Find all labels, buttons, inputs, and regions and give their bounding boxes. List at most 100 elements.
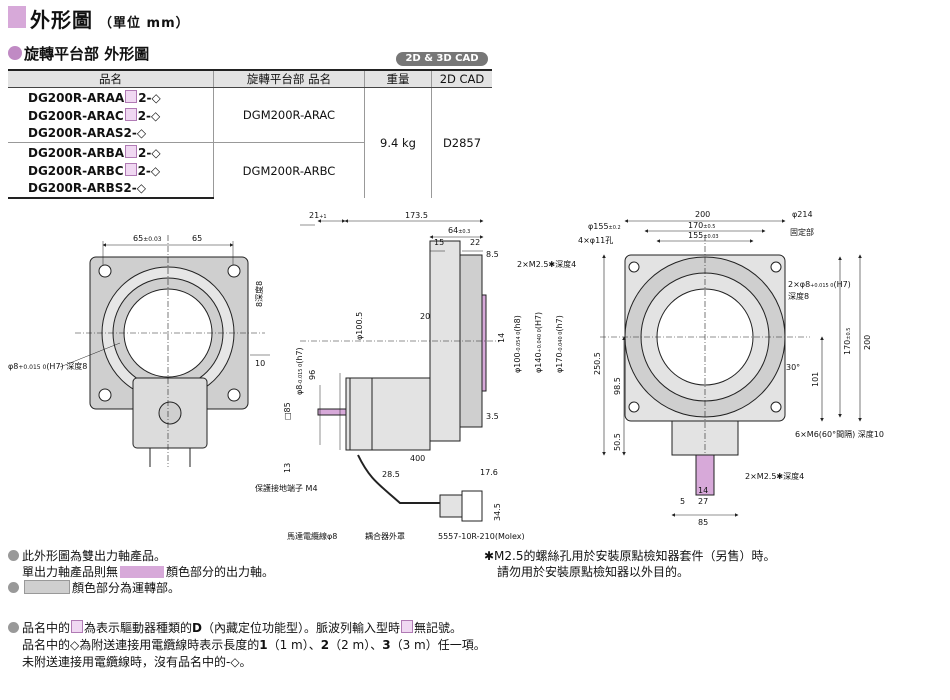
dim-label: 101 [811,372,820,387]
dim-label: □85 [283,402,292,420]
dim-label: 250.5 [593,352,602,375]
dim-label: 8深度8 [254,281,264,307]
side-view-drawing [300,219,500,522]
dim-label: 21+1 [309,211,327,220]
table-row: DG200R-ARBS2-◇ [8,179,492,199]
col-header-weight: 重量 [364,69,432,88]
top-view-drawing [600,219,862,517]
dimension-drawings: 65±0.03 65 8深度8 φ8+0.015 0(H7) 深度8 10 21… [8,210,884,540]
table-header-row: 品名 旋轉平台部 品名 重量 2D CAD [8,69,492,88]
dim-label: 50.5 [613,433,622,451]
dim-label: 13 [283,463,292,473]
dim-label: 27 [698,497,708,506]
model-name: DG200R-ARBS2-◇ [8,179,214,199]
grey-swatch [24,580,70,594]
note-no-cable: 未附送連接用電纜線時，沒有品名中的-◇。 [22,655,252,669]
dim-label: φ170-0.040 0(h7) [555,315,564,373]
note-bullet-icon [8,550,19,561]
dim-label: 20 [420,312,430,321]
dim-label: 34.5 [493,503,502,521]
dim-label: 30° [786,363,800,372]
section-title: 旋轉平台部 外形圖 [24,45,150,63]
dim-label: 64±0.3 [448,226,470,235]
dim-label: 170±0.5 [688,221,715,230]
dim-label: 98.5 [613,377,622,395]
driver-type-box-icon [125,89,138,103]
driver-type-box-icon [125,144,138,158]
driver-type-box-icon [71,620,84,633]
dim-label: 3.5 [486,412,499,421]
callout-m25-holes: 2×M2.5✱深度4 [745,471,804,481]
dim-label: φ100.5 [355,312,364,340]
part-name: DGM200R-ARBC [213,142,365,198]
callout-fixed-part: 固定部 [790,227,814,237]
col-header-part: 旋轉平台部 品名 [213,69,365,88]
driver-type-box-icon [124,162,137,176]
cad-badge[interactable]: 2D & 3D CAD [396,52,488,66]
note-single-shaft: 單出力軸產品則無顏色部分的出力軸。 [22,565,275,579]
cad-value[interactable]: D2857 [431,87,492,198]
col-header-model: 品名 [8,69,214,88]
note-dual-shaft: 此外形圖為雙出力軸產品。 [8,547,166,564]
note-moving-part: 顏色部分為運轉部。 [8,579,180,596]
dim-label: 173.5 [405,211,428,220]
front-view-drawing [59,235,270,467]
dim-label: 400 [410,454,425,463]
dim-label: φ140+0.040 0(H7) [534,312,543,373]
page-title: 外形圖（單位 mm） [30,8,190,32]
section-bullet-icon [8,46,22,60]
note-cable-length: 品名中的◇為附送連接用電纜線時表示長度的1（1 m）、2（2 m）、3（3 m）… [22,638,486,652]
dim-label: φ8-0.015 0(h7) [295,347,304,395]
dim-label: 10 [255,359,265,368]
note-bullet-icon [8,622,19,633]
dim-label: 14 [698,486,708,495]
model-name: DG200R-ARAS2-◇ [28,126,147,140]
dim-label: 15 [434,238,444,247]
header-accent-bar [8,6,26,28]
note-driver-type: 品名中的為表示驅動器種類的D（內藏定位功能型）。脈波列輸入型時無記號。 [8,619,462,636]
dim-label: 96 [308,370,317,380]
driver-type-box-icon [401,620,414,633]
driver-type-box-icon [124,107,137,121]
callout-motor-cable: 馬達電纜線φ8 [287,531,337,540]
dim-label: 14 [497,333,506,343]
callout-coupler-cover: 耦合器外罩 [365,531,405,540]
dim-label: 200 [863,335,872,350]
dim-label: 65±0.03 [133,234,162,243]
dim-label: 5 [680,497,685,506]
dim-label: 28.5 [382,470,400,479]
dim-label: 8.5 [486,250,499,259]
callout-ground-terminal: 保護接地端子 M4 [255,483,318,493]
dim-label: 85 [698,518,708,527]
dim-label: φ155±0.2 [588,222,621,231]
dim-label: 170±0.5 [843,328,852,355]
note-m25-warning: 請勿用於安裝原點檢知器以外目的。 [497,565,690,579]
dim-label: 22 [470,238,480,247]
note-m25-usage: ✱M2.5的螺絲孔用於安裝原點檢知器套件（另售）時。 [484,549,776,563]
dim-label: φ8+0.015 0(H7) 深度8 [8,361,87,371]
dim-label: 65 [192,234,202,243]
dim-label: φ100-0.054 0(h8) [513,315,522,373]
callout-m6-holes: 6×M6(60°間隔) 深度10 [795,429,884,439]
dim-label: 2×M2.5✱深度4 [517,259,576,269]
dim-label: 200 [695,210,710,219]
unit-label: （單位 mm） [99,16,190,31]
dim-label: 深度8 [788,291,809,301]
weight-value: 9.4 kg [364,87,432,198]
pink-swatch [120,566,165,578]
col-header-cad: 2D CAD [431,69,492,88]
dim-label: 155±0.03 [688,231,719,240]
note-bullet-icon [8,582,19,593]
table-row: DG200R-ARAS2-◇ [8,124,492,143]
dim-label: φ214 [792,210,813,219]
dim-label: 4×φ11孔 [578,236,613,245]
